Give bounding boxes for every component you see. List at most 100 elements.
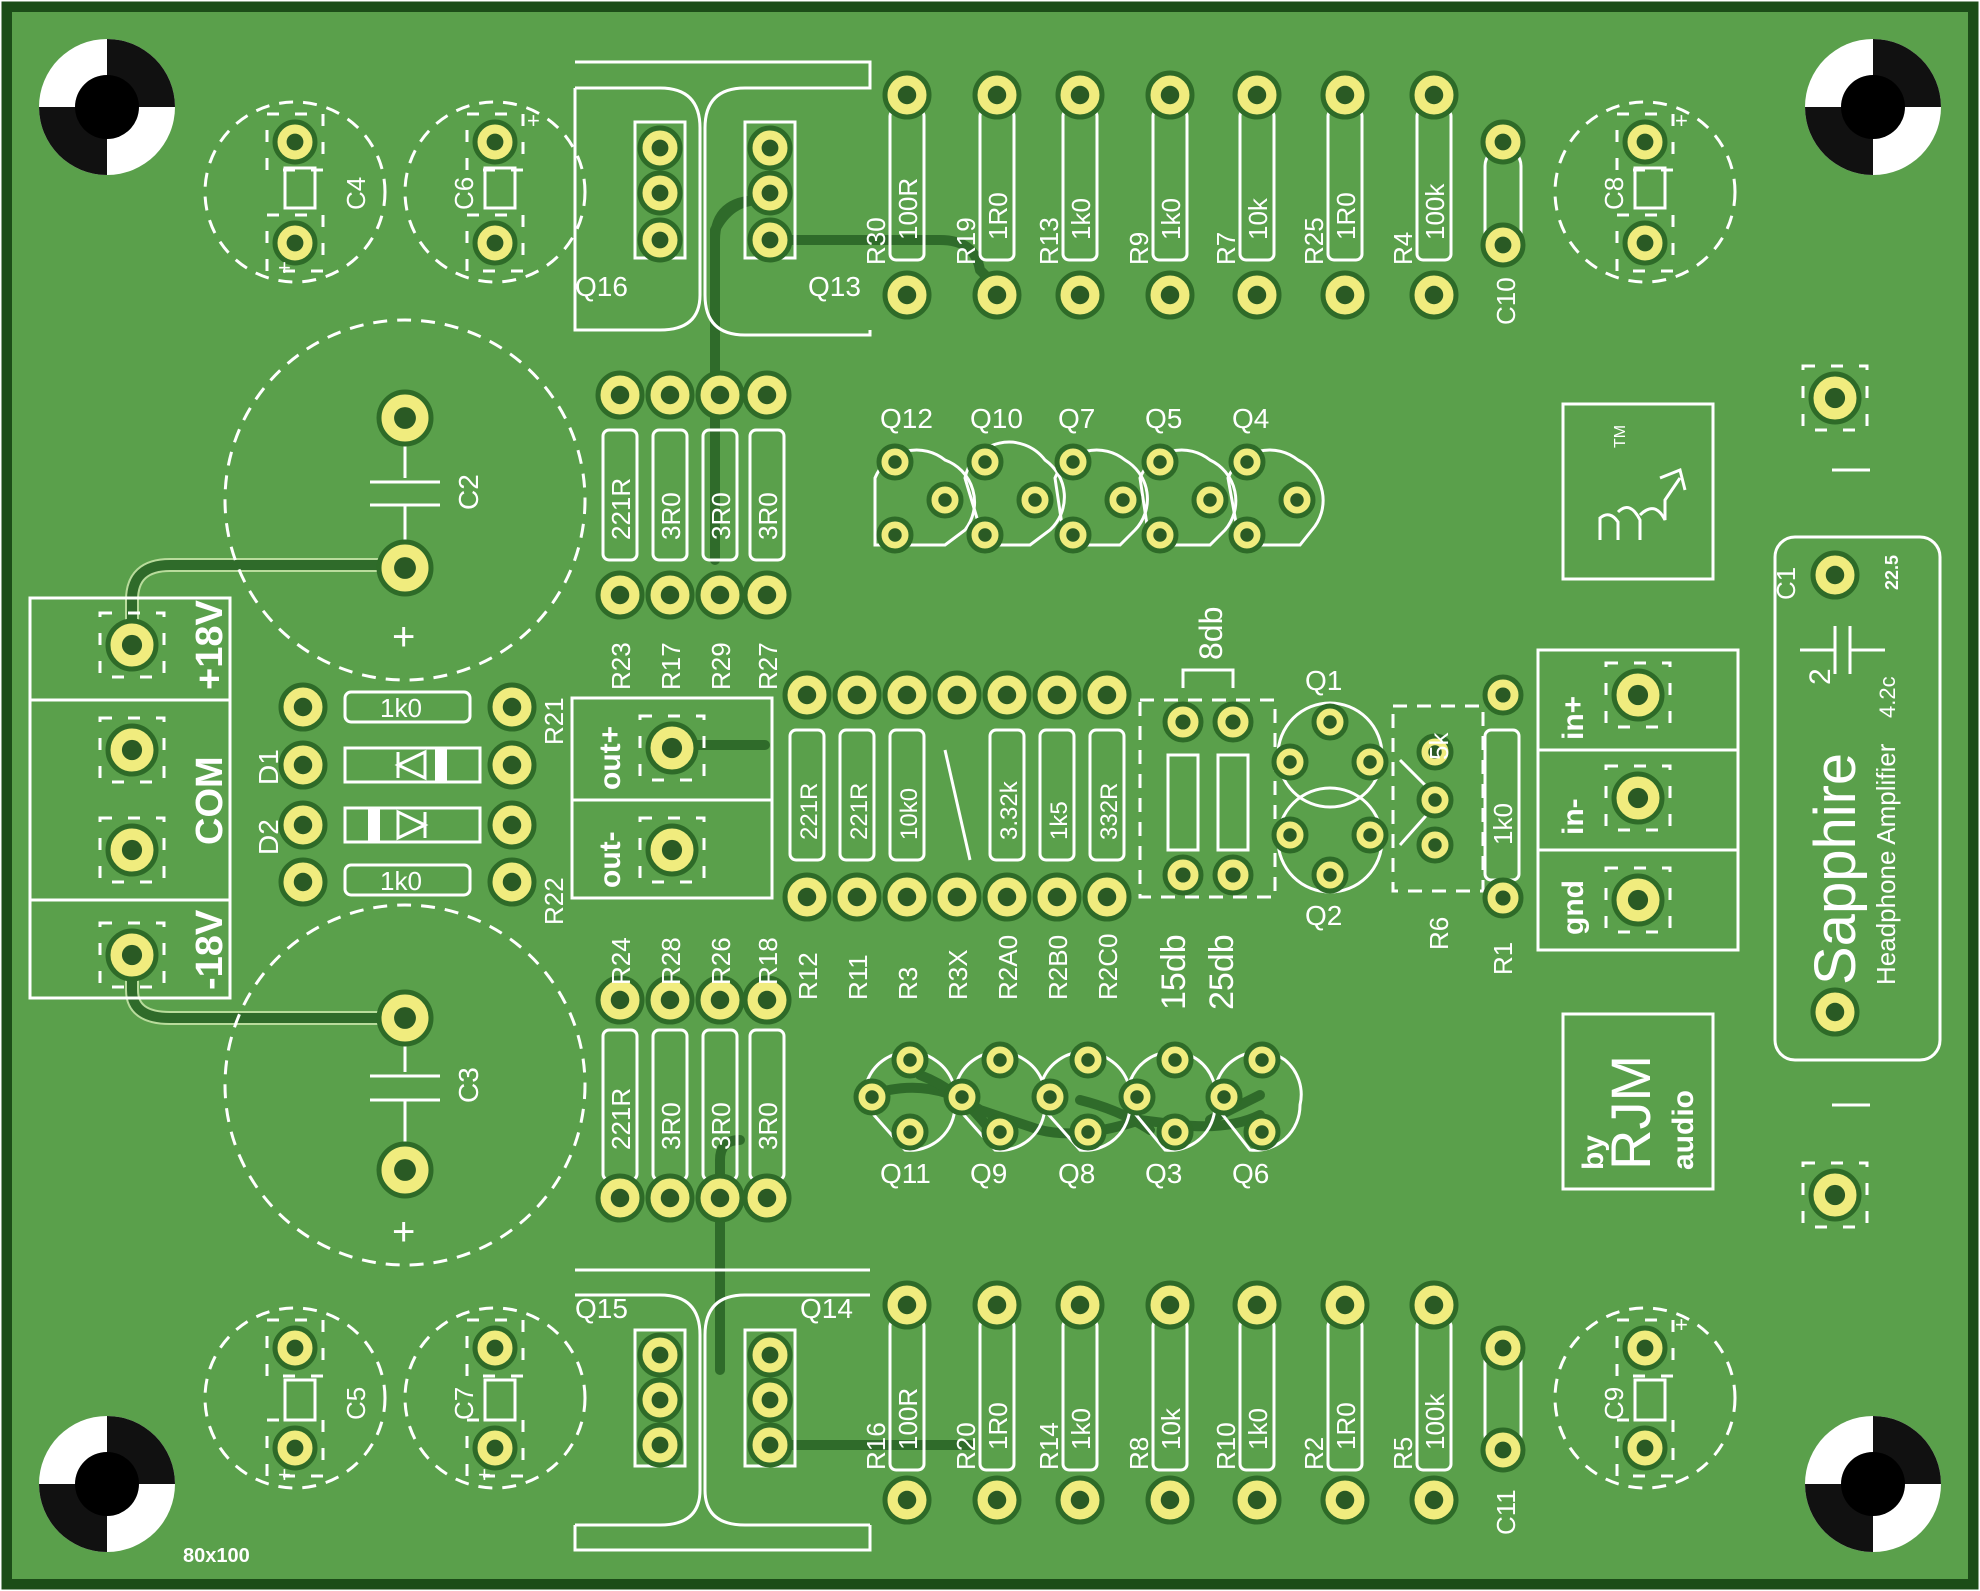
middle-resistor-label: R11	[843, 954, 873, 1000]
pad-top-r3-a	[1145, 70, 1195, 120]
pad-power-tr-1	[637, 170, 683, 216]
q2-label: Q2	[1305, 900, 1342, 931]
pad-up-blk2-b	[695, 570, 745, 620]
top-resistor-value: 100k	[1420, 183, 1450, 240]
bottom-resistor-label: R20	[951, 1422, 981, 1470]
pad-small-cap-3	[465, 213, 525, 273]
top-resistor-value: 1R0	[1331, 192, 1361, 240]
pad-power-tr-10	[747, 1377, 793, 1423]
pad-mid-r5-b	[1032, 872, 1082, 922]
pad-up-blk3-b	[742, 570, 792, 620]
pad-top-q1-b	[1016, 481, 1054, 519]
pad-power-minus	[98, 921, 166, 989]
c1-value: 22.5	[1882, 555, 1902, 590]
bottom-resistor-label: R5	[1388, 1437, 1418, 1470]
pad-jfet-3	[1271, 816, 1309, 854]
middle-resistor-value: 221R	[796, 783, 823, 840]
cap-c8-plus: +	[1675, 108, 1688, 133]
cap-c4-plus: +	[278, 255, 291, 280]
in-plus-label: in+	[1557, 696, 1590, 740]
pad-top-r2-b	[1055, 270, 1105, 320]
pad-jfet-0	[1311, 703, 1349, 741]
pad-top-r1-a	[972, 70, 1022, 120]
cap-c1-label: C1	[1771, 567, 1801, 600]
pad-bot-q1-b	[943, 1078, 981, 1116]
pad-r1-a	[1482, 674, 1524, 716]
pad-bias-a1	[278, 740, 328, 790]
top-resistor-value: 100R	[893, 178, 923, 240]
middle-resistor-value: 10k0	[896, 788, 923, 840]
pad-c2-b	[376, 539, 434, 597]
pad-small-cap-6	[265, 1318, 325, 1378]
cap-outline-c2	[223, 318, 587, 682]
bottom-resistor-label: R16	[861, 1422, 891, 1470]
top-resistor-label: R7	[1211, 232, 1241, 265]
middle-resistor-label: R3X	[943, 949, 973, 1000]
lower-block-label: R18	[753, 937, 783, 985]
pad-top-q1-c	[966, 516, 1004, 554]
pad-bot-r4-a	[1232, 1280, 1282, 1330]
upper-block-label: R27	[753, 642, 783, 690]
pad-mid-r1-a	[832, 670, 882, 720]
small-cap-outlines	[203, 100, 1737, 1490]
pad-power-tr-6	[637, 1332, 683, 1378]
pad-power-tr-2	[637, 217, 683, 263]
pad-bot-r2-b	[1055, 1475, 1105, 1525]
pad-up-blk1-a	[645, 370, 695, 420]
cap-c2-label: C2	[453, 474, 484, 510]
cap-c8-label: C8	[1599, 177, 1629, 210]
pad-top-q3-a	[1141, 443, 1179, 481]
top-transistor-label: Q4	[1232, 403, 1269, 434]
pad-top-q3-b	[1191, 481, 1229, 519]
d2-label: D2	[253, 819, 284, 855]
power-transistor-outlines	[573, 60, 872, 1552]
top-transistor-label: Q7	[1058, 403, 1095, 434]
diode-bodies	[343, 746, 482, 844]
pad-small-cap-12	[1480, 119, 1526, 165]
pad-bot-q2-a	[1069, 1041, 1107, 1079]
lower-block-label: R28	[656, 937, 686, 985]
pad-lo-blk0-a	[595, 975, 645, 1025]
top-transistor-label: Q10	[970, 403, 1023, 434]
cap-c7-plus: +	[478, 1462, 491, 1487]
pad-pot-2	[1416, 826, 1454, 864]
pad-lo-blk0-b	[595, 1173, 645, 1223]
pad-small-cap-0	[265, 112, 325, 172]
in-minus-label: in-	[1557, 798, 1590, 835]
middle-resistor-label: R2C0	[1093, 934, 1123, 1000]
pad-bot-r3-a	[1145, 1280, 1195, 1330]
pad-bias-a0	[278, 682, 328, 732]
logo-by: by	[1577, 1135, 1610, 1170]
r1-value: 1k0	[1488, 803, 1518, 845]
mounting-holes	[39, 39, 1941, 1552]
top-resistor-value: 1k0	[1156, 198, 1186, 240]
pad-top-r0-a	[882, 70, 932, 120]
pad-gain-0	[1162, 701, 1204, 743]
cap-c5-label: C5	[341, 1387, 371, 1420]
pad-bot-r4-b	[1232, 1475, 1282, 1525]
gnd-label: gnd	[1557, 880, 1590, 935]
pad-small-cap-13	[1480, 222, 1526, 268]
middle-resistor-label: R12	[793, 952, 823, 1000]
pad-bot-q1-c	[981, 1113, 1019, 1151]
cap-c6-label: C6	[449, 177, 479, 210]
pad-mid-r3-a	[932, 670, 982, 720]
pad-power-tr-8	[637, 1422, 683, 1468]
pad-power-tr-7	[637, 1377, 683, 1423]
terminal-blocks	[28, 596, 1740, 1000]
pad-top-r6-b	[1409, 270, 1459, 320]
pad-bot-r3-b	[1145, 1475, 1195, 1525]
pad-mid-r4-b	[982, 872, 1032, 922]
upper-block-value: 3R0	[753, 492, 783, 540]
middle-resistor-value: 1k5	[1046, 801, 1073, 840]
pad-lo-blk1-a	[645, 975, 695, 1025]
pad-c1-top	[1801, 364, 1869, 432]
pad-top-q3-c	[1141, 516, 1179, 554]
pad-bot-r2-a	[1055, 1280, 1105, 1330]
pad-bot-q0-b	[853, 1078, 891, 1116]
q15-label: Q15	[575, 1293, 628, 1324]
pad-up-blk0-b	[595, 570, 645, 620]
power-plus-label: +18V	[189, 600, 231, 690]
top-resistor-label: R19	[951, 217, 981, 265]
